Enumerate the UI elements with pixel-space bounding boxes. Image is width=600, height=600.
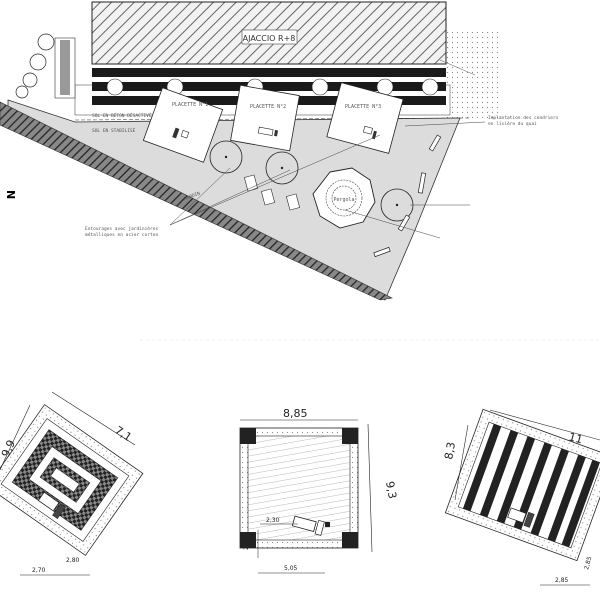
stripes xyxy=(462,423,600,548)
benches xyxy=(373,134,442,258)
placette-1-label: PLACETTE N°1 xyxy=(172,102,208,108)
dim-middle-inner-v: 2,80 xyxy=(243,536,250,550)
leader-lines xyxy=(169,121,486,239)
pergola-label: Pergola xyxy=(333,197,354,203)
dim-right-side: 8,3 xyxy=(442,441,458,460)
planter-centers xyxy=(224,155,399,207)
annotation-benches: Implantation des cendriers en lisière du… xyxy=(488,115,561,127)
placette-2-label: PLACETTE N°2 xyxy=(250,104,286,110)
dim-middle-top: 8,85 xyxy=(283,407,308,420)
annotation-enclosure: Entourages avec jardinières métalliques … xyxy=(85,225,161,238)
placette-2 xyxy=(230,84,300,152)
dim-right-bottom-a: 2,85 xyxy=(555,577,569,584)
site-plan: AJACCIO R+8 xyxy=(0,1,600,341)
edge-band xyxy=(0,101,393,301)
placette-3-label: PLACETTE N°3 xyxy=(345,104,381,110)
dim-right-top: 11 xyxy=(567,430,584,446)
dim-middle-bottom: 5,05 xyxy=(284,565,298,572)
left-street-trees xyxy=(15,33,76,99)
dotted-zone xyxy=(445,28,500,118)
pergola-octagon xyxy=(312,167,376,229)
dim-left-bottom-a: 2,70 xyxy=(32,567,46,574)
dim-left-bottom-b: 2,80 xyxy=(66,557,80,564)
label-stabilized: SOL EN STABILISÉ xyxy=(92,126,136,134)
dim-left-top: 7,1 xyxy=(112,424,134,444)
detail-left: 7,1 9,9 2,70 2,80 xyxy=(0,391,144,576)
label-concrete: SOL EN BÉTON DÉSACTIVÉ xyxy=(92,111,152,119)
north-marker: N xyxy=(4,190,17,199)
small-planters xyxy=(243,174,301,211)
ground-small-text: JARDIN xyxy=(184,191,202,202)
placette-1 xyxy=(142,87,224,163)
building-label: AJACCIO R+8 xyxy=(243,34,296,43)
dim-middle-inner-h: 2,30 xyxy=(266,517,280,524)
dim-middle-side: 9,3 xyxy=(383,480,399,499)
placette-3 xyxy=(326,82,404,154)
detail-right: 11 8,3 2,85 2,85 xyxy=(442,408,600,586)
dim-right-bottom-b: 2,85 xyxy=(583,556,593,571)
detail-middle: 2,30 2,80 8,85 9,3 5,05 xyxy=(239,407,399,574)
building-label-box xyxy=(241,29,298,45)
